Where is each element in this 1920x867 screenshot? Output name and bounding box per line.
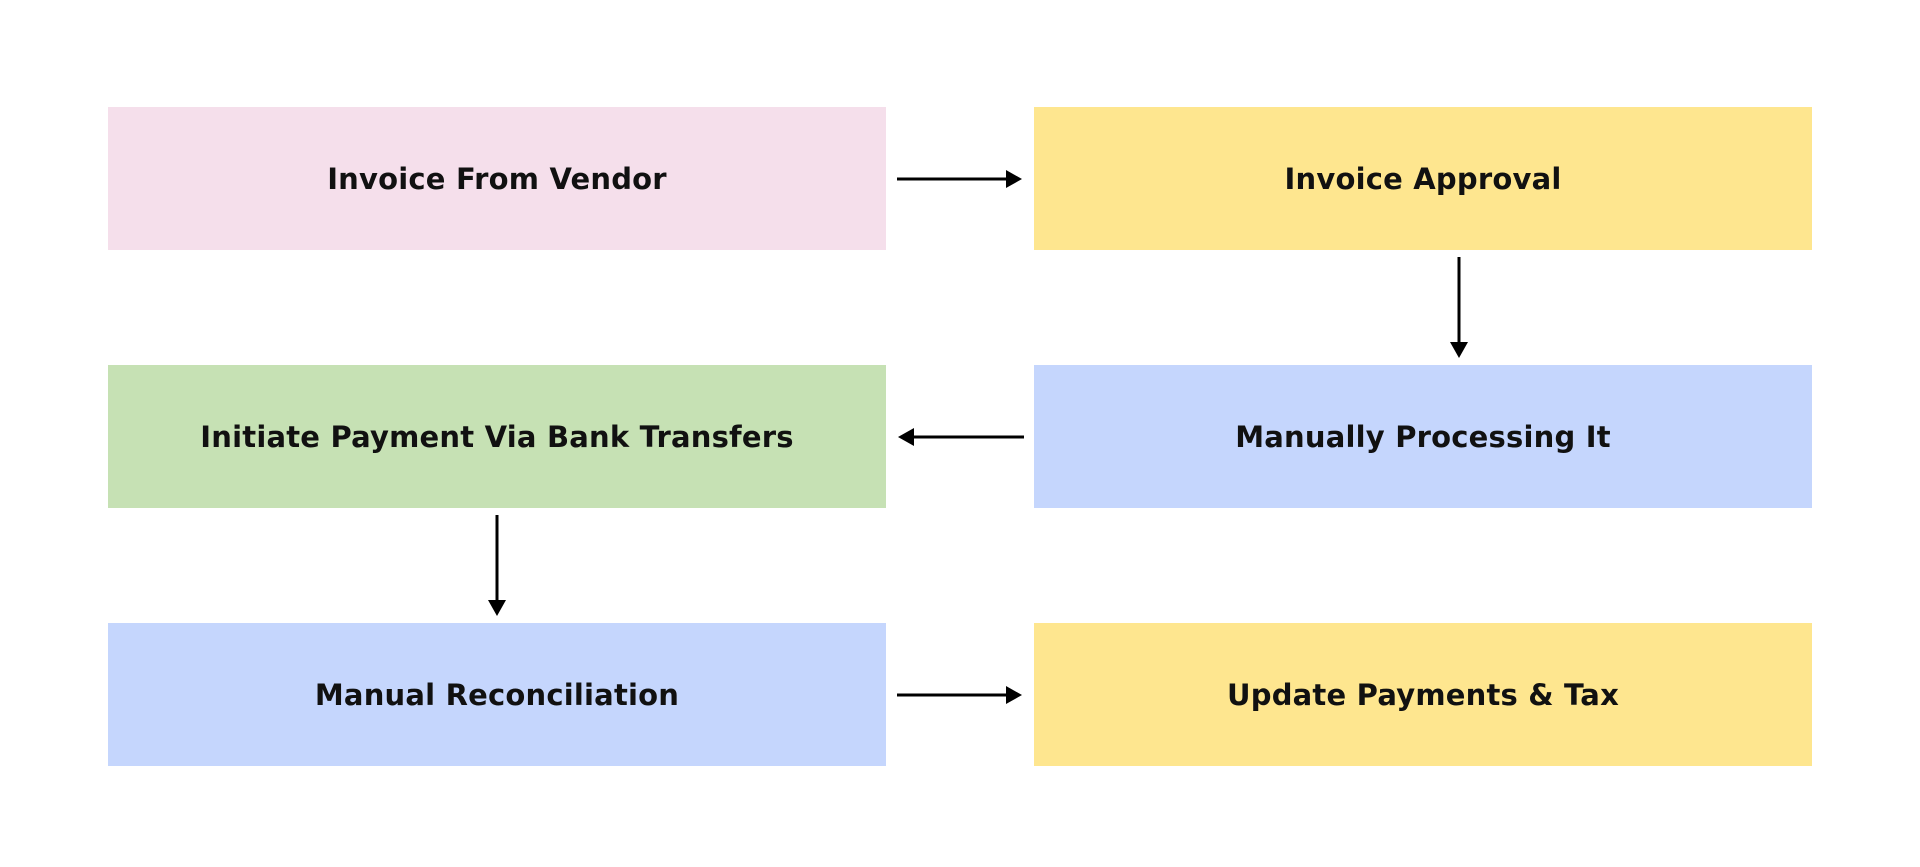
node-update-payments-tax: Update Payments & Tax [1034,623,1812,766]
node-manual-reconciliation: Manual Reconciliation [108,623,886,766]
node-label: Manual Reconciliation [314,677,680,712]
arrow-reconciliation-to-update [897,686,1022,704]
arrow-vendor-to-approval [897,170,1022,188]
node-label: Manually Processing It [1235,419,1611,454]
node-label: Initiate Payment Via Bank Transfers [200,419,794,454]
node-label: Update Payments & Tax [1227,677,1619,712]
node-label: Invoice Approval [1284,161,1562,196]
node-manually-processing: Manually Processing It [1034,365,1812,508]
node-initiate-payment: Initiate Payment Via Bank Transfers [108,365,886,508]
arrow-processing-to-payment [898,428,1024,446]
node-invoice-from-vendor: Invoice From Vendor [108,107,886,250]
arrow-payment-to-reconciliation [488,515,506,616]
arrow-approval-to-processing [1450,257,1468,358]
node-invoice-approval: Invoice Approval [1034,107,1812,250]
node-label: Invoice From Vendor [327,161,667,196]
